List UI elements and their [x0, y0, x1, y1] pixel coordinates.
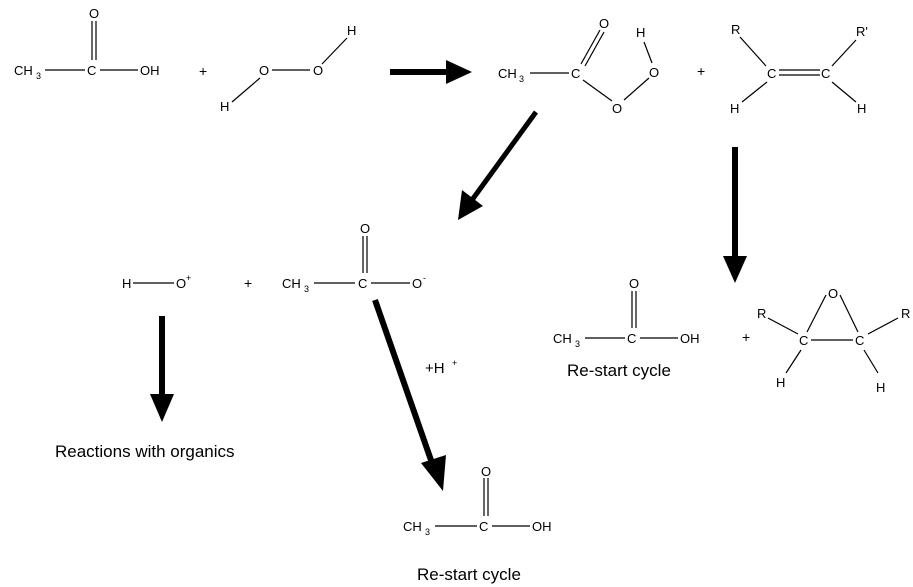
atom-o: O [828, 286, 838, 301]
plus-sign: + [199, 63, 207, 79]
acetic-acid-top: CH 3 C O OH [14, 6, 160, 81]
bond [831, 39, 857, 67]
atom-h: H [636, 25, 645, 40]
atom-o: O [176, 276, 186, 291]
bond [643, 41, 653, 64]
plus-sign: + [244, 275, 252, 291]
atom-c: C [627, 331, 636, 346]
atom-oh: OH [680, 331, 700, 346]
plus-sign: + [697, 63, 705, 79]
acetic-acid-bottom: CH 3 C O OH [403, 464, 552, 537]
caption-reactions-with-organics: Reactions with organics [55, 442, 235, 461]
bond [806, 294, 827, 333]
atom-r: R [731, 22, 740, 37]
atom-sub-3: 3 [519, 74, 524, 84]
atom-c: C [358, 276, 367, 291]
atom-ch: CH [282, 276, 301, 291]
atom-o: O [649, 65, 659, 80]
hydrogen-peroxide: H O O H [220, 23, 356, 114]
arrow-down-right [723, 147, 747, 283]
atom-oh: OH [140, 63, 160, 78]
atom-c: C [87, 63, 96, 78]
charge-minus: - [423, 273, 426, 283]
bond [582, 79, 613, 102]
atom-ch: CH [14, 63, 33, 78]
bond-double-a [580, 29, 601, 65]
atom-c: C [799, 333, 808, 348]
atom-o: O [629, 276, 639, 291]
bond [839, 294, 859, 333]
atom-ch: CH [498, 66, 517, 81]
bond [863, 349, 879, 374]
proton-label: +H + [425, 358, 457, 377]
bond-double-b [584, 31, 605, 67]
atom-r: R [757, 306, 766, 321]
label-proton-sup: + [452, 358, 457, 368]
atom-r-prime: R' [856, 24, 868, 39]
arrow-down-right-diagonal [372, 299, 446, 491]
atom-h: H [122, 276, 131, 291]
atom-o: O [89, 6, 99, 21]
atom-o: O [599, 16, 609, 31]
atom-h: H [876, 380, 885, 395]
atom-o: O [612, 101, 622, 116]
atom-oh: OH [532, 519, 552, 534]
bond [741, 81, 768, 103]
bond [623, 77, 650, 101]
atom-o: O [313, 63, 323, 78]
bond [785, 349, 802, 374]
bond [831, 81, 857, 103]
atom-c: C [571, 66, 580, 81]
atom-c: C [767, 66, 776, 81]
atom-o: O [412, 276, 422, 291]
atom-r: R [901, 306, 910, 321]
hydroxyl-cation: H O + [122, 273, 191, 291]
peracetic-acid: CH 3 C O O O H [498, 16, 659, 116]
atom-c: C [479, 519, 488, 534]
atom-sub-3: 3 [304, 284, 309, 294]
acetic-acid-right: CH 3 C O OH [553, 276, 700, 349]
atom-c: C [821, 66, 830, 81]
bond [739, 36, 767, 67]
caption-restart-cycle-right: Re-start cycle [567, 361, 671, 380]
atom-h: H [220, 99, 229, 114]
atom-sub-3: 3 [36, 71, 41, 81]
atom-ch: CH [553, 331, 572, 346]
atom-o: O [259, 63, 269, 78]
alkene: R C C R' H H [730, 22, 868, 116]
bond [321, 37, 348, 65]
atom-h: H [347, 23, 356, 38]
plus-sign: + [742, 329, 750, 345]
atom-o: O [481, 464, 491, 479]
atom-sub-3: 3 [425, 527, 430, 537]
atom-h: H [857, 101, 866, 116]
label-proton: +H [425, 360, 445, 377]
charge-plus: + [186, 273, 191, 283]
atom-h: H [730, 101, 739, 116]
atom-c: C [855, 333, 864, 348]
acetate-anion: CH 3 C O O - [282, 221, 426, 294]
arrow-down-left [458, 110, 539, 220]
bond [867, 317, 899, 335]
bond [767, 317, 799, 335]
epoxide: O C C R R H H [757, 286, 910, 395]
atom-ch: CH [403, 519, 422, 534]
atom-sub-3: 3 [575, 339, 580, 349]
caption-restart-cycle-bottom: Re-start cycle [417, 565, 521, 584]
bond [231, 77, 261, 103]
atom-h: H [776, 375, 785, 390]
arrow-right-main [390, 60, 472, 84]
arrow-down-left-column [150, 316, 174, 422]
atom-o: O [360, 221, 370, 236]
